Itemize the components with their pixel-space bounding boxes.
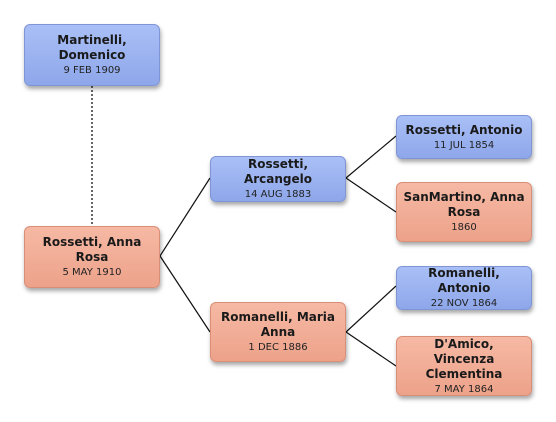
person-card-antonio-rossetti[interactable]: Rossetti, Antonio 11 JUL 1854: [396, 115, 532, 159]
person-date: 9 FEB 1909: [63, 65, 121, 76]
parent-link-arcangelo-antonio: [345, 135, 397, 179]
parent-link-annarosa-arcangelo: [159, 177, 211, 257]
person-date: 22 NOV 1864: [430, 298, 498, 309]
person-date: 14 AUG 1883: [244, 189, 312, 200]
person-name: Romanelli, Maria Anna: [220, 310, 335, 339]
person-date: 1860: [451, 222, 477, 233]
parent-link-mariaanna-vincenza: [345, 331, 397, 367]
parent-link-annarosa-mariaanna: [159, 255, 211, 333]
person-card-annarosa[interactable]: Rossetti, Anna Rosa 5 MAY 1910: [24, 226, 160, 288]
person-name: Romanelli, Antonio: [428, 266, 500, 295]
person-name: Martinelli, Domenico: [57, 33, 127, 62]
person-name: Rossetti, Antonio: [405, 122, 523, 137]
person-date: 11 JUL 1854: [433, 139, 495, 151]
person-card-mariaanna[interactable]: Romanelli, Maria Anna 1 DEC 1886: [210, 302, 346, 362]
person-name: D'Amico, Vincenza Clementina: [425, 336, 503, 381]
person-date: 7 MAY 1864: [434, 383, 494, 395]
person-card-domenico[interactable]: Martinelli, Domenico 9 FEB 1909: [24, 24, 160, 86]
person-card-arcangelo[interactable]: Rossetti, Arcangelo 14 AUG 1883: [210, 156, 346, 202]
parent-link-arcangelo-annarosa-s: [345, 177, 397, 213]
person-name: Rossetti, Anna Rosa: [42, 235, 142, 264]
person-card-antonio-romanelli[interactable]: Romanelli, Antonio 22 NOV 1864: [396, 266, 532, 310]
parent-link-mariaanna-antonio-m: [345, 285, 397, 333]
person-date: 1 DEC 1886: [248, 342, 308, 353]
person-card-annarosa-sanmartino[interactable]: SanMartino, Anna Rosa 1860: [396, 182, 532, 242]
person-card-vincenza[interactable]: D'Amico, Vincenza Clementina 7 MAY 1864: [396, 336, 532, 396]
person-date: 5 MAY 1910: [62, 267, 122, 278]
person-name: Rossetti, Arcangelo: [243, 157, 313, 186]
person-name: SanMartino, Anna Rosa: [403, 190, 525, 219]
